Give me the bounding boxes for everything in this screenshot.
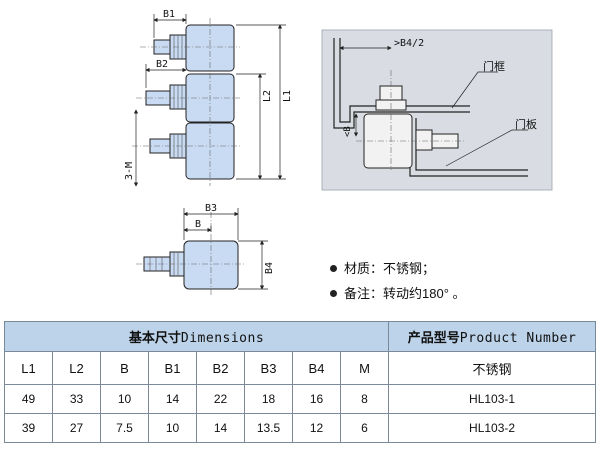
label-door-frame: 门框 bbox=[483, 59, 505, 73]
installation-panel: >B4/2 <B 门框 门板 bbox=[321, 29, 553, 191]
col-header: B3 bbox=[244, 351, 293, 385]
table-cell: 27 bbox=[52, 413, 101, 443]
table-row: 49 33 10 14 22 18 16 8 HL103-1 bbox=[4, 384, 597, 414]
dim-b: B bbox=[195, 219, 201, 230]
bullet-icon bbox=[330, 265, 337, 273]
hinge-front-view bbox=[132, 18, 240, 186]
material-header: 不锈钢 bbox=[388, 351, 597, 385]
product-number-header: 产品型号Product Number bbox=[388, 321, 597, 352]
note-material-value: 不锈钢； bbox=[383, 261, 436, 276]
dim-3m: 3-M bbox=[124, 162, 135, 180]
model-cell: HL103-2 bbox=[388, 413, 597, 443]
table-cell: 7.5 bbox=[100, 413, 149, 443]
table-cell: 33 bbox=[52, 384, 101, 414]
table-cell: 39 bbox=[4, 413, 53, 443]
model-cell: HL103-1 bbox=[388, 384, 597, 414]
table-cell: 10 bbox=[148, 413, 197, 443]
table-cell: 8 bbox=[339, 384, 390, 414]
dim-l1: L1 bbox=[282, 90, 293, 102]
note-material-label: 材质： bbox=[344, 261, 384, 276]
table-cell: 22 bbox=[196, 384, 245, 414]
dim-b1: B1 bbox=[163, 9, 175, 20]
note-remark-value: 转动约180° 。 bbox=[383, 286, 466, 301]
table-cell: 14 bbox=[148, 384, 197, 414]
note-remark-label: 备注： bbox=[344, 286, 384, 301]
col-header: B1 bbox=[148, 351, 197, 385]
dim-l2: L2 bbox=[262, 90, 273, 102]
col-header: M bbox=[339, 351, 390, 385]
col-header: L1 bbox=[4, 351, 53, 385]
table-cell: 10 bbox=[100, 384, 149, 414]
note-material: 材质：不锈钢； bbox=[330, 258, 435, 277]
bullet-icon bbox=[330, 290, 337, 298]
col-header: B2 bbox=[196, 351, 245, 385]
column-header-row: L1 L2 B B1 B2 B3 B4 M 不锈钢 bbox=[4, 351, 597, 385]
table-cell: 6 bbox=[339, 413, 390, 443]
label-door-panel: 门板 bbox=[515, 117, 537, 131]
table-header-row: 基本尺寸Dimensions 产品型号Product Number bbox=[3, 321, 597, 352]
table-row: 39 27 7.5 10 14 13.5 12 6 HL103-2 bbox=[4, 413, 597, 443]
col-header: L2 bbox=[52, 351, 101, 385]
dimensions-header: 基本尺寸Dimensions bbox=[3, 321, 390, 352]
table-cell: 16 bbox=[292, 384, 341, 414]
dimensions-front bbox=[133, 14, 286, 187]
table-cell: 49 bbox=[4, 384, 53, 414]
table-cell: 14 bbox=[196, 413, 245, 443]
dim-b3: B3 bbox=[205, 203, 217, 214]
dim-b-lt: <B bbox=[343, 126, 353, 137]
table-cell: 13.5 bbox=[244, 413, 293, 443]
hinge-side-view bbox=[136, 212, 244, 296]
col-header: B4 bbox=[292, 351, 341, 385]
table-cell: 18 bbox=[244, 384, 293, 414]
spec-table: 基本尺寸Dimensions 产品型号Product Number L1 L2 … bbox=[3, 321, 597, 443]
col-header: B bbox=[100, 351, 149, 385]
dim-b4: B4 bbox=[264, 262, 275, 274]
table-cell: 12 bbox=[292, 413, 341, 443]
note-remark: 备注：转动约180° 。 bbox=[330, 283, 466, 302]
dim-b2: B2 bbox=[156, 59, 168, 70]
technical-drawing: B1 B2 L1 L2 3-M B3 B B4 bbox=[124, 9, 553, 296]
dimensions-side bbox=[183, 208, 268, 290]
dim-b4-half: >B4/2 bbox=[394, 38, 424, 49]
